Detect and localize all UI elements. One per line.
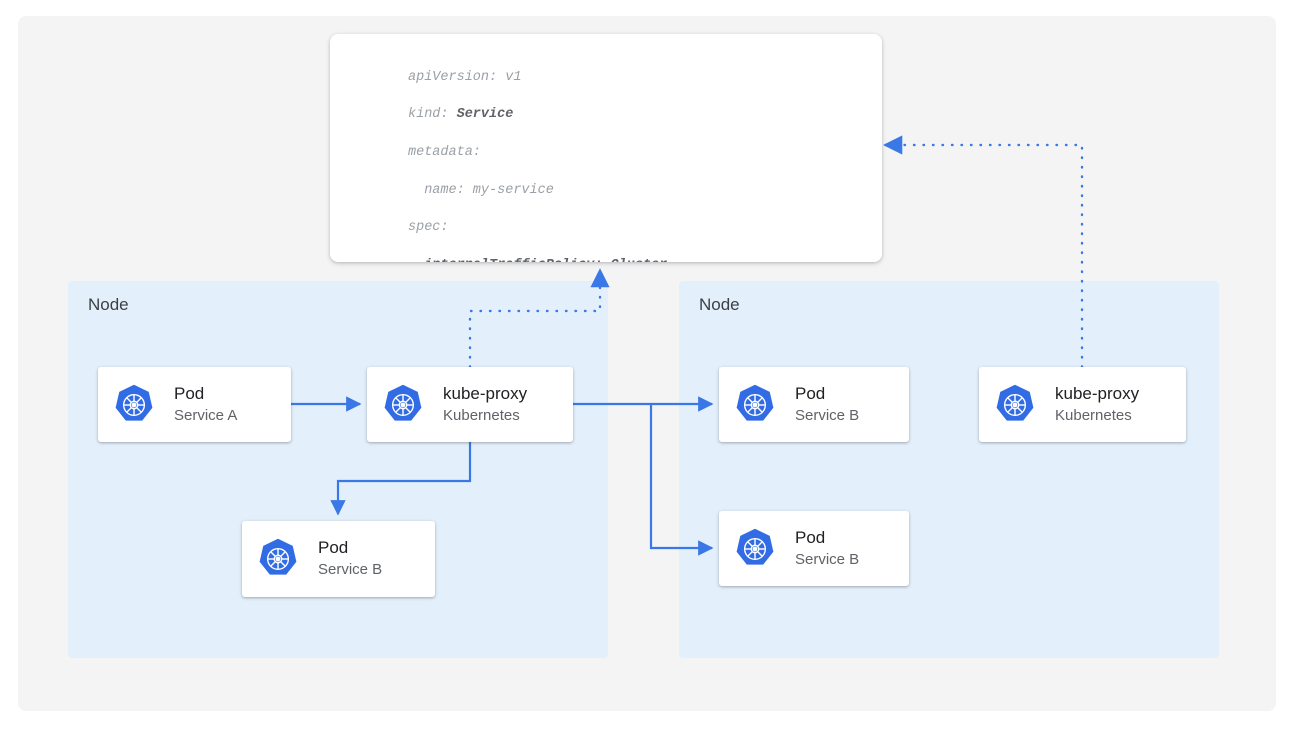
entity-card-pod-service-b-right-bottom[interactable]: Pod Service B <box>719 511 909 586</box>
entity-title: Pod <box>795 383 826 403</box>
entity-subtitle: Service B <box>795 550 860 568</box>
entity-text: Pod Service A <box>174 384 237 425</box>
entity-text: kube-proxy Kubernetes <box>443 384 527 425</box>
entity-text: kube-proxy Kubernetes <box>1055 384 1139 425</box>
kubernetes-icon <box>381 383 425 427</box>
node-label: Node <box>88 295 129 314</box>
entity-text: Pod Service B <box>795 384 859 425</box>
entity-card-kube-proxy-right[interactable]: kube-proxy Kubernetes <box>979 367 1186 442</box>
yaml-line: kind: Service <box>408 106 740 125</box>
entity-subtitle: Service B <box>795 406 860 424</box>
entity-subtitle: Service B <box>318 561 383 579</box>
entity-title: kube-proxy <box>1055 383 1140 403</box>
kubernetes-icon <box>112 383 156 427</box>
entity-title: Pod <box>174 383 205 403</box>
node-label: Node <box>699 295 740 314</box>
yaml-value-kind: Service <box>456 107 514 123</box>
entity-text: Pod Service B <box>795 528 859 569</box>
kubernetes-icon <box>733 383 777 427</box>
yaml-key-kind: kind: <box>408 107 457 123</box>
service-manifest-card: apiVersion: v1 kind: Service metadata: n… <box>330 34 882 262</box>
yaml-line: name: my-service <box>408 182 554 198</box>
yaml-line-internal-traffic-policy: internalTrafficPolicy: Cluster <box>408 257 740 262</box>
service-manifest-text: apiVersion: v1 kind: Service metadata: n… <box>408 50 740 262</box>
kubernetes-icon <box>733 527 777 571</box>
entity-title: Pod <box>318 538 349 558</box>
entity-card-pod-service-b-left-node[interactable]: Pod Service B <box>242 521 435 597</box>
yaml-line: spec: <box>408 220 449 236</box>
node-container-left: Node <box>68 281 608 658</box>
entity-title: kube-proxy <box>443 383 528 403</box>
entity-card-pod-service-a[interactable]: Pod Service A <box>98 367 291 442</box>
kubernetes-icon <box>993 383 1037 427</box>
entity-card-kube-proxy-left[interactable]: kube-proxy Kubernetes <box>367 367 573 442</box>
entity-title: Pod <box>795 527 826 547</box>
kubernetes-icon <box>256 537 300 581</box>
entity-subtitle: Service A <box>174 406 238 424</box>
entity-text: Pod Service B <box>318 538 382 579</box>
yaml-line: metadata: <box>408 144 481 160</box>
entity-subtitle: Kubernetes <box>443 406 520 424</box>
entity-card-pod-service-b-right-top[interactable]: Pod Service B <box>719 367 909 442</box>
yaml-line: apiVersion: v1 <box>408 69 522 85</box>
entity-subtitle: Kubernetes <box>1055 406 1132 424</box>
node-container-right: Node <box>679 281 1219 658</box>
